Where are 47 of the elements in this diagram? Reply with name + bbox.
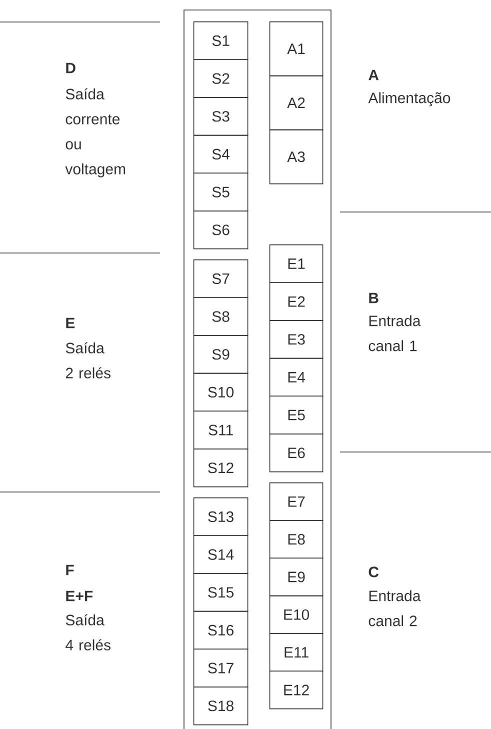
group-description: Alimentação <box>368 92 450 106</box>
terminal-box: E4 <box>269 358 324 397</box>
terminal-box: A2 <box>269 75 324 130</box>
group-letter: A <box>368 70 379 80</box>
group-letter: F <box>66 564 74 576</box>
terminal-box: S14 <box>193 535 248 574</box>
terminal-box: S13 <box>193 497 248 536</box>
group-description: Saída corrente ou voltagem <box>65 88 126 178</box>
terminal-box: A1 <box>269 21 324 76</box>
terminal-box: S10 <box>193 372 248 412</box>
terminal-box: E2 <box>269 282 324 321</box>
terminal-box: S12 <box>193 448 248 488</box>
terminal-box: E1 <box>269 244 324 284</box>
terminal-box: S1 <box>193 21 248 60</box>
group-letter: B <box>369 292 378 304</box>
terminal-box: E6 <box>269 434 324 472</box>
terminal-box: S3 <box>193 97 248 136</box>
group-letter: E+F <box>66 590 93 602</box>
terminal-box: E7 <box>269 482 324 521</box>
group-description: Saída 4 relés <box>66 614 110 650</box>
terminal-box: S8 <box>193 297 248 336</box>
terminal-box: E11 <box>269 633 324 672</box>
group-letter: E <box>66 318 75 328</box>
terminal-box: S4 <box>193 134 248 174</box>
terminal-strip-panel <box>184 10 332 729</box>
terminal-box: E12 <box>269 670 324 710</box>
terminal-box: E10 <box>269 595 324 634</box>
terminal-box: S15 <box>193 573 248 612</box>
group-description: Saída 2 relés <box>66 342 110 378</box>
terminal-box: E3 <box>269 320 324 359</box>
terminal-box: S18 <box>193 686 248 726</box>
terminal-box: E8 <box>269 520 324 559</box>
terminal-box: S7 <box>193 259 248 298</box>
terminal-box: S9 <box>193 335 248 374</box>
group-description: Entrada canal 1 <box>368 315 421 352</box>
terminal-box: E9 <box>269 558 324 596</box>
group-description: Entrada canal 2 <box>368 590 421 626</box>
group-letter: C <box>368 566 379 578</box>
group-letter: D <box>66 62 76 74</box>
terminal-box: S2 <box>193 59 248 98</box>
terminal-box: S17 <box>193 648 248 688</box>
terminal-box: E5 <box>269 396 324 434</box>
terminal-box: S5 <box>193 172 248 212</box>
terminal-box: S16 <box>193 610 248 650</box>
terminal-box: A3 <box>269 129 324 184</box>
terminal-box: S6 <box>193 210 248 250</box>
terminal-box: S11 <box>193 410 248 450</box>
